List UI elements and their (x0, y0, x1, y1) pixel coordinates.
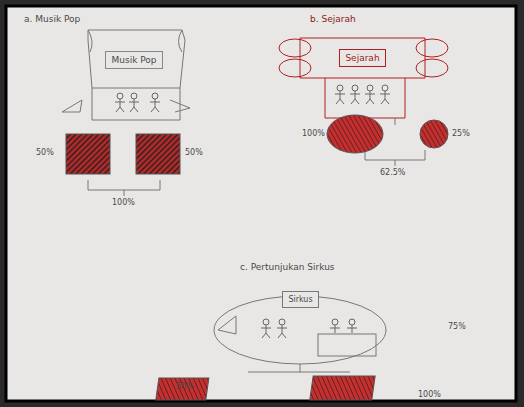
percent-label: 75% (448, 322, 466, 331)
scroll-board: Sejarah (339, 49, 386, 67)
percent-label: 50% (176, 382, 194, 391)
node-text: Sejarah (345, 53, 379, 63)
percent-label: 100% (302, 129, 325, 138)
percent-label: 25% (452, 129, 470, 138)
percent-label: 62.5% (380, 168, 405, 177)
stage-banner: Musik Pop (105, 51, 163, 69)
percent-label: 100% (112, 198, 135, 207)
tent-sign: Sirkus (282, 291, 319, 308)
sketch-heading: a. Musik Pop (24, 14, 80, 24)
node-text: Sirkus (288, 295, 312, 304)
sketch-heading: b. Sejarah (310, 14, 356, 24)
sketch-heading: c. Pertunjukan Sirkus (240, 262, 335, 272)
percent-label: 50% (36, 148, 54, 157)
percent-label: 50% (185, 148, 203, 157)
node-text: Musik Pop (111, 55, 156, 65)
percent-label: 100% (418, 390, 441, 399)
